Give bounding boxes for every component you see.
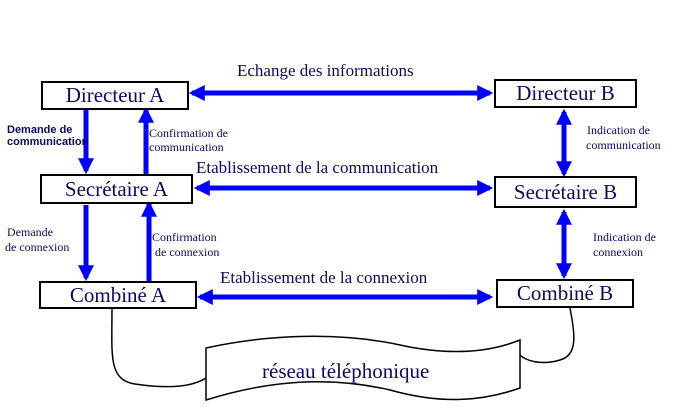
node-directeur-a-label: Directeur A [65,83,165,107]
label-etab-connexion: Etablissement de la connexion [220,268,428,287]
node-secretaire-a: Secrétaire A [40,174,193,204]
node-directeur-b: Directeur B [494,79,637,108]
label-indication-communication-2: communication [586,138,661,152]
label-indication-connexion-2: connexion [593,245,643,259]
node-secretaire-a-label: Secrétaire A [64,176,169,201]
label-confirmation-connexion-1: Confirmation [152,230,217,244]
network-shape [205,335,521,402]
label-confirmation-connexion-2: de connexion [155,245,220,259]
node-secretaire-b: Secrétaire B [494,176,637,208]
label-demande-communication-2: communication [7,136,89,148]
node-secretaire-b-label: Secrétaire B [513,179,618,204]
node-combine-b-label: Combiné B [516,281,614,305]
label-demande-connexion-2: de connexion [5,240,70,254]
label-demande-connexion-1: Demande [7,225,53,239]
node-combine-a-label: Combiné A [69,282,167,307]
label-indication-communication-1: Indication de [587,123,650,137]
node-combine-a: Combiné A [39,281,197,309]
label-confirmation-communication-2: communication [149,140,224,154]
label-indication-connexion-1: Indication de [593,230,656,244]
network-label: réseau téléphonique [262,359,430,383]
label-confirmation-communication-1: Confirmation de [149,126,228,140]
node-directeur-b-label: Directeur B [516,81,615,105]
cable-b [519,307,575,364]
node-directeur-a: Directeur A [41,81,189,110]
cable-a [111,307,207,388]
label-etab-communication: Etablissement de la communication [196,158,439,177]
node-combine-b: Combiné B [496,279,634,308]
label-demande-communication-1: Demande de [7,124,73,136]
label-echange: Echange des informations [237,61,414,80]
